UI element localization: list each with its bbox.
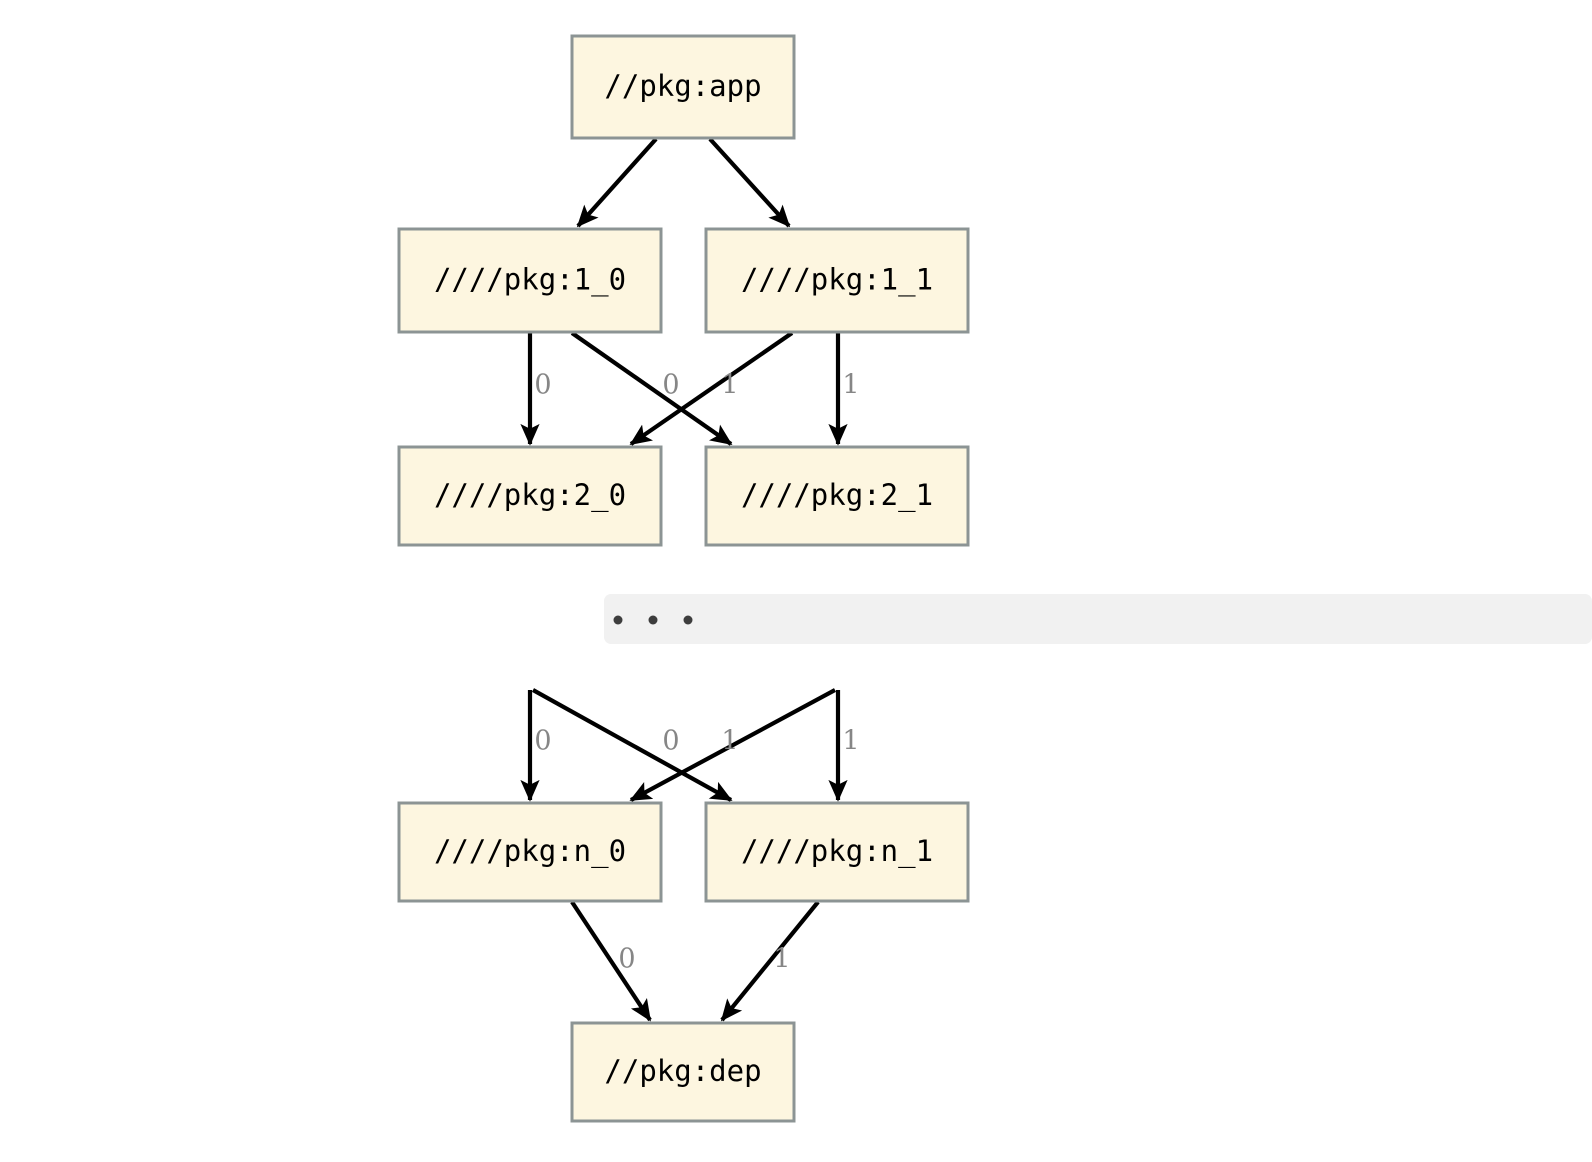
edge-arrow	[570, 331, 733, 446]
edge-label: 1	[842, 370, 859, 401]
edge-label: 1	[721, 726, 738, 757]
edge-labels-layer: 0 0 1 1 0 0 1 1 0 1	[534, 370, 859, 975]
graph-edge	[629, 688, 836, 802]
graph-node-n1_1[interactable]: ////pkg:1_1	[704, 227, 970, 334]
graph-edge	[570, 331, 733, 446]
node-box[interactable]	[570, 34, 796, 140]
edge-label: 0	[662, 726, 679, 757]
edge-arrow	[570, 900, 652, 1022]
graph-edge	[570, 900, 652, 1022]
node-box[interactable]	[704, 445, 970, 547]
edge-arrow	[708, 137, 791, 228]
graph-node-dep[interactable]: //pkg:dep	[570, 1021, 796, 1123]
edge-label: 1	[842, 726, 859, 757]
node-box[interactable]	[570, 1021, 796, 1123]
graph-node-nn_1[interactable]: ////pkg:n_1	[704, 801, 970, 903]
node-label: ////pkg:1_0	[434, 263, 626, 298]
ellipsis-dot-icon	[683, 615, 693, 625]
edge-arrow	[531, 688, 733, 802]
edge-arrow	[576, 137, 658, 228]
node-label: ////pkg:n_1	[741, 834, 933, 869]
elided-section-bar	[604, 594, 1592, 644]
node-label: //pkg:app	[604, 69, 761, 103]
graph-edge	[531, 688, 733, 802]
node-box[interactable]	[704, 227, 970, 334]
edge-label: 0	[618, 944, 635, 975]
node-box[interactable]	[397, 445, 663, 547]
node-box[interactable]	[397, 227, 663, 334]
edge-arrow	[629, 331, 794, 446]
edge-arrow	[629, 688, 836, 802]
graph-edge	[708, 137, 791, 228]
ellipsis-dot-icon	[648, 615, 658, 625]
edge-label: 1	[773, 944, 790, 975]
ellipsis-separator	[604, 594, 1592, 644]
node-label: ////pkg:1_1	[741, 263, 933, 298]
edge-label: 1	[721, 370, 738, 401]
edge-label: 0	[534, 370, 551, 401]
edge-label: 0	[534, 726, 551, 757]
node-label: ////pkg:n_0	[434, 834, 626, 869]
ellipsis-dot-icon	[613, 615, 623, 625]
graph-edge	[629, 331, 794, 446]
graph-node-n2_1[interactable]: ////pkg:2_1	[704, 445, 970, 547]
graph-edge	[576, 137, 658, 228]
edges-layer	[520, 137, 848, 1022]
edge-label: 0	[662, 370, 679, 401]
graph-node-n2_0[interactable]: ////pkg:2_0	[397, 445, 663, 547]
node-box[interactable]	[704, 801, 970, 903]
graph-edge	[720, 900, 820, 1022]
node-label: ////pkg:2_1	[741, 478, 933, 513]
nodes-layer: //pkg:app ////pkg:1_0 ////pkg:1_1 ////pkg:2…	[397, 34, 970, 1123]
node-label: //pkg:dep	[604, 1054, 761, 1088]
graph-node-app[interactable]: //pkg:app	[570, 34, 796, 140]
graph-node-nn_0[interactable]: ////pkg:n_0	[397, 801, 663, 903]
node-box[interactable]	[397, 801, 663, 903]
node-label: ////pkg:2_0	[434, 478, 626, 513]
edge-arrow	[720, 900, 820, 1022]
graph-node-n1_0[interactable]: ////pkg:1_0	[397, 227, 663, 334]
